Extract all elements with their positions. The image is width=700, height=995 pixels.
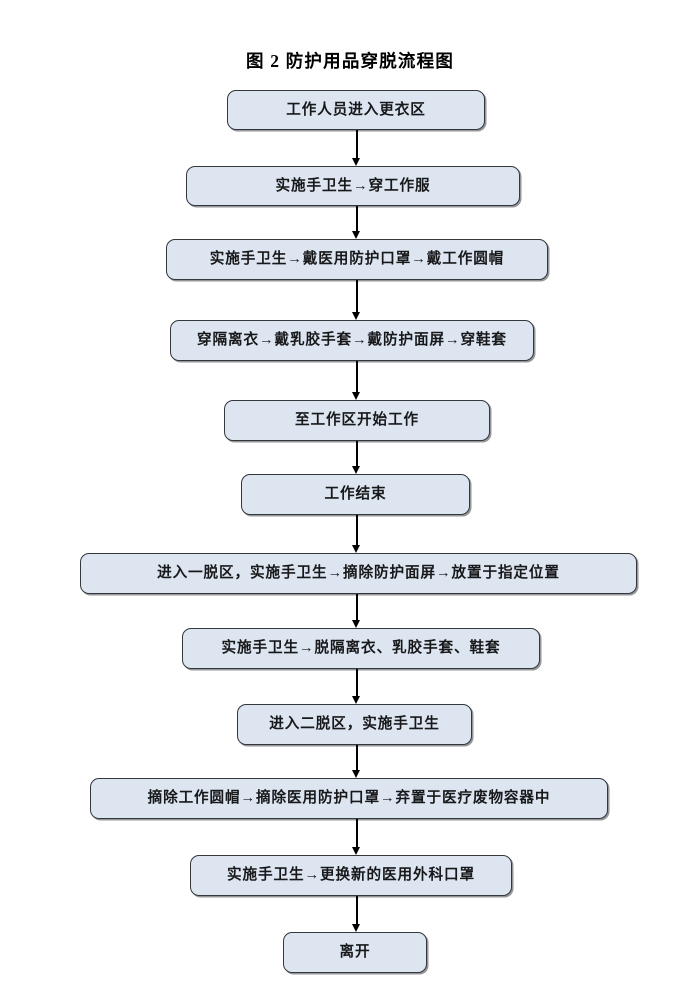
arrow-shaft xyxy=(356,669,358,696)
arrow-head-icon xyxy=(352,923,361,932)
page-title: 图 2 防护用品穿脱流程图 xyxy=(245,51,455,71)
flowchart-node-label: 实施手卫生→戴医用防护口罩→戴工作圆帽 xyxy=(209,251,505,268)
flowchart-node-label: 实施手卫生→更换新的医用外科口罩 xyxy=(227,867,475,884)
arrow-shaft xyxy=(356,819,358,847)
flowchart-node-n8: 实施手卫生→脱隔离衣、乳胶手套、鞋套 xyxy=(182,628,540,669)
flowchart-node-label: 实施手卫生→穿工作服 xyxy=(275,177,431,194)
flowchart-node-label: 至工作区开始工作 xyxy=(295,412,419,429)
flowchart-node-n12: 离开 xyxy=(283,932,427,973)
flowchart-node-label: 实施手卫生→脱隔离衣、乳胶手套、鞋套 xyxy=(221,640,501,657)
flowchart-node-label: 离开 xyxy=(339,944,371,961)
flowchart-node-label: 进入二脱区，实施手卫生 xyxy=(269,716,440,733)
arrow-shaft xyxy=(356,745,358,770)
flowchart-node-n2: 实施手卫生→穿工作服 xyxy=(186,166,520,206)
flowchart-node-n7: 进入一脱区，实施手卫生→摘除防护面屏→放置于指定位置 xyxy=(80,553,637,594)
flowchart-node-n9: 进入二脱区，实施手卫生 xyxy=(237,704,472,745)
arrow-shaft xyxy=(356,441,358,466)
flowchart-node-label: 进入一脱区，实施手卫生→摘除防护面屏→放置于指定位置 xyxy=(157,565,560,582)
arrow-head-icon xyxy=(352,695,361,704)
flowchart-node-n11: 实施手卫生→更换新的医用外科口罩 xyxy=(190,855,512,896)
arrow-shaft xyxy=(356,896,358,924)
flowchart-node-n4: 穿隔离衣→戴乳胶手套→戴防护面屏→穿鞋套 xyxy=(170,320,534,361)
flowchart-node-n1: 工作人员进入更衣区 xyxy=(227,90,485,130)
arrow-shaft xyxy=(356,206,358,231)
arrow-shaft xyxy=(356,594,358,620)
arrow-head-icon xyxy=(352,544,361,553)
arrow-shaft xyxy=(356,130,358,158)
arrow-shaft xyxy=(356,515,358,545)
flowchart-node-label: 穿隔离衣→戴乳胶手套→戴防护面屏→穿鞋套 xyxy=(197,332,507,349)
arrow-head-icon xyxy=(352,230,361,239)
flowchart-node-label: 工作结束 xyxy=(324,486,387,503)
flowchart-node-n6: 工作结束 xyxy=(241,474,470,515)
arrow-head-icon xyxy=(352,846,361,855)
flowchart-node-n10: 摘除工作圆帽→摘除医用防护口罩→弃置于医疗废物容器中 xyxy=(90,778,608,819)
flowchart-node-n3: 实施手卫生→戴医用防护口罩→戴工作圆帽 xyxy=(166,239,548,280)
arrow-shaft xyxy=(356,280,358,312)
arrow-head-icon xyxy=(352,311,361,320)
arrow-head-icon xyxy=(352,619,361,628)
flowchart-node-label: 工作人员进入更衣区 xyxy=(286,101,426,118)
flowchart-node-n5: 至工作区开始工作 xyxy=(224,400,490,441)
flowchart-node-label: 摘除工作圆帽→摘除医用防护口罩→弃置于医疗废物容器中 xyxy=(147,790,551,807)
arrow-head-icon xyxy=(352,391,361,400)
arrow-shaft xyxy=(356,361,358,392)
arrow-head-icon xyxy=(352,769,361,778)
arrow-head-icon xyxy=(352,465,361,474)
arrow-head-icon xyxy=(352,157,361,166)
